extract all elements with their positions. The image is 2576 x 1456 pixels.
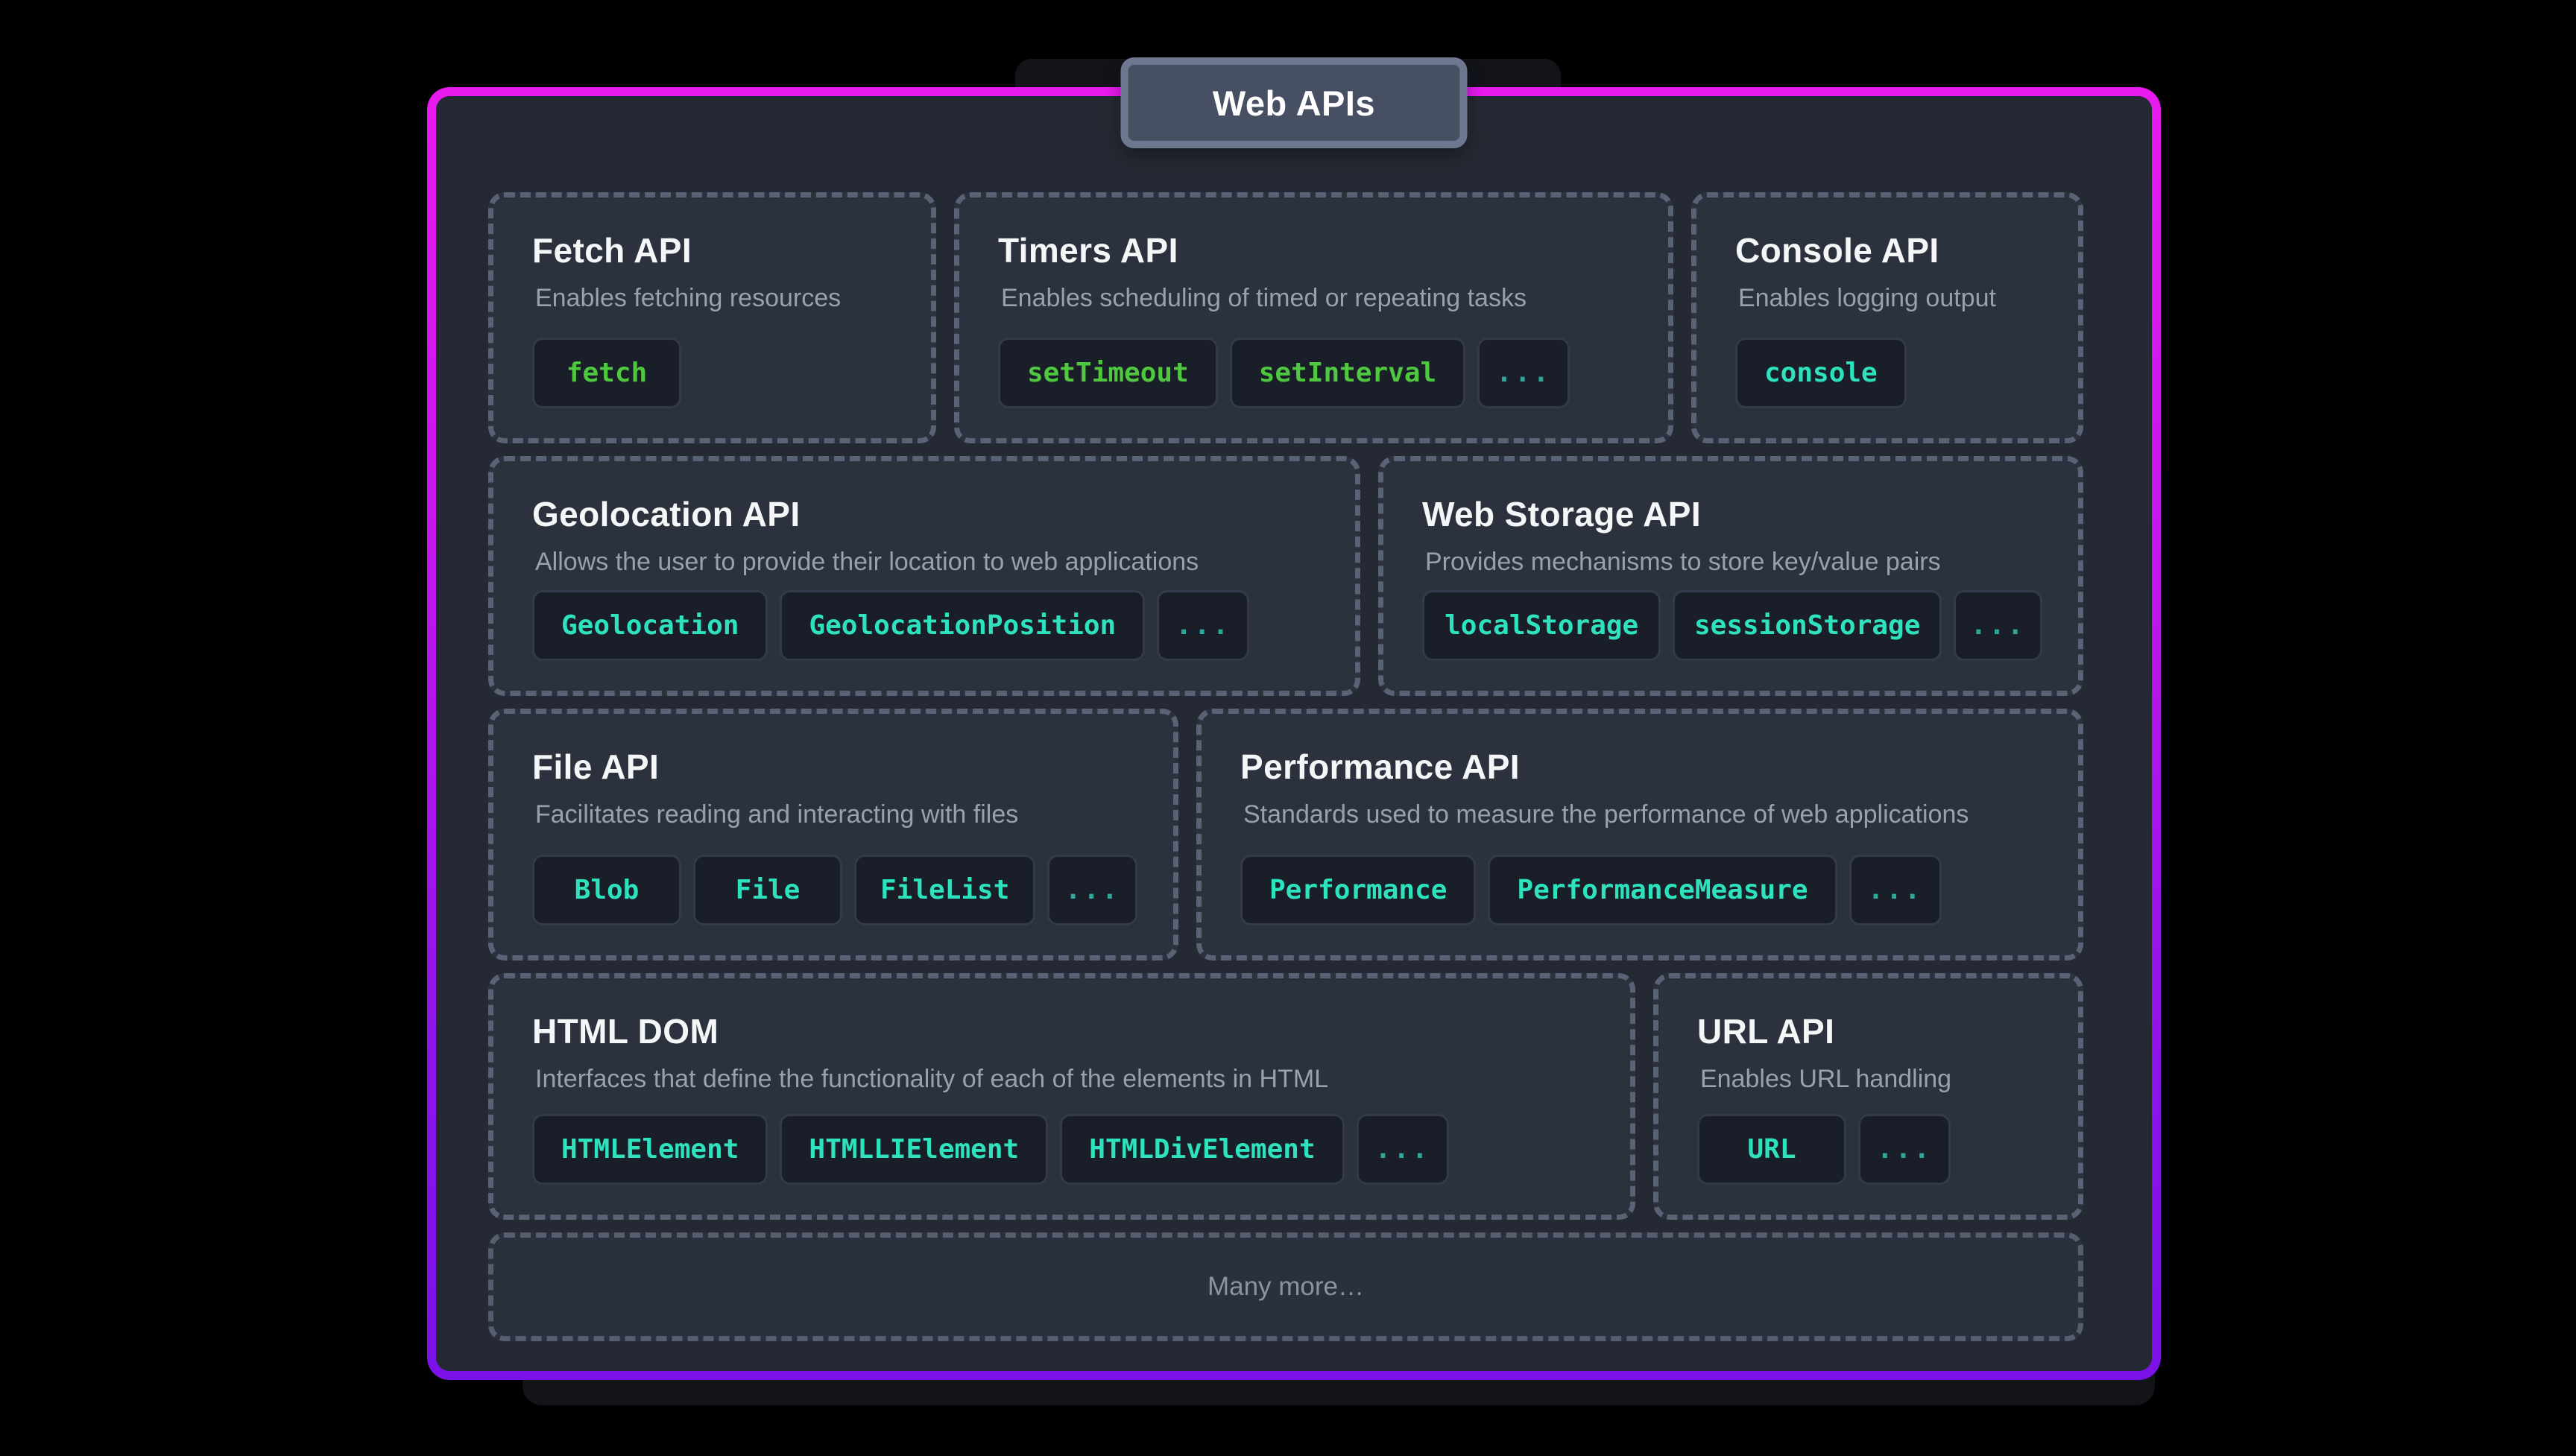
api-member-chip: HTMLElement — [532, 1114, 768, 1185]
api-card-title: HTML DOM — [532, 1012, 719, 1051]
api-card-web-storage[interactable]: Web Storage API Provides mechanisms to s… — [1378, 456, 2083, 696]
many-more-label: Many more… — [1207, 1272, 1365, 1301]
api-member-chip: console — [1735, 338, 1907, 408]
api-card-html-dom[interactable]: HTML DOM Interfaces that define the func… — [488, 973, 1635, 1220]
api-card-fetch[interactable]: Fetch API Enables fetching resources fet… — [488, 192, 936, 443]
many-more-card: Many more… — [488, 1232, 2083, 1341]
board-title: Web APIs — [1120, 57, 1468, 148]
api-card-title: Geolocation API — [532, 495, 801, 534]
more-members-chip: ... — [1954, 590, 2042, 661]
api-member-chip: Geolocation — [532, 590, 768, 661]
member-chips: fetch — [532, 338, 895, 408]
api-card-timers[interactable]: Timers API Enables scheduling of timed o… — [954, 192, 1673, 443]
row-3: File API Facilitates reading and interac… — [488, 709, 2152, 960]
api-card-url[interactable]: URL API Enables URL handling URL ... — [1653, 973, 2083, 1220]
api-member-chip: FileList — [854, 855, 1036, 925]
member-chips: URL ... — [1697, 1114, 2042, 1185]
api-member-chip: localStorage — [1422, 590, 1661, 661]
api-card-description: Enables fetching resources — [535, 284, 842, 312]
member-chips: Blob File FileList ... — [532, 855, 1137, 925]
row-5: Many more… — [488, 1232, 2152, 1341]
api-member-chip: Performance — [1240, 855, 1477, 925]
member-chips: setTimeout setInterval ... — [998, 338, 1632, 408]
more-members-chip: ... — [1356, 1114, 1449, 1185]
more-members-chip: ... — [1157, 590, 1250, 661]
more-members-chip: ... — [1477, 338, 1570, 408]
api-card-title: Web Storage API — [1422, 495, 1702, 534]
row-2: Geolocation API Allows the user to provi… — [488, 456, 2152, 696]
api-card-file[interactable]: File API Facilitates reading and interac… — [488, 709, 1178, 960]
member-chips: Performance PerformanceMeasure ... — [1240, 855, 2042, 925]
member-chips: console — [1735, 338, 2042, 408]
member-chips: HTMLElement HTMLLIElement HTMLDivElement… — [532, 1114, 1594, 1185]
api-member-chip: setInterval — [1229, 338, 1466, 408]
api-card-description: Allows the user to provide their locatio… — [535, 548, 1199, 576]
api-card-geolocation[interactable]: Geolocation API Allows the user to provi… — [488, 456, 1360, 696]
api-card-description: Enables URL handling — [1700, 1065, 1952, 1093]
api-card-title: Performance API — [1240, 747, 1520, 786]
api-card-description: Enables logging output — [1738, 284, 1996, 312]
more-members-chip: ... — [1849, 855, 1942, 925]
api-member-chip: sessionStorage — [1673, 590, 1942, 661]
api-member-chip: Blob — [532, 855, 681, 925]
more-members-chip: ... — [1858, 1114, 1951, 1185]
api-card-title: Console API — [1735, 231, 1939, 270]
api-card-description: Facilitates reading and interacting with… — [535, 800, 1019, 829]
api-card-description: Provides mechanisms to store key/value p… — [1425, 548, 1941, 576]
api-member-chip: File — [693, 855, 842, 925]
api-member-chip: setTimeout — [998, 338, 1218, 408]
api-card-console[interactable]: Console API Enables logging output conso… — [1691, 192, 2083, 443]
api-member-chip: GeolocationPosition — [780, 590, 1146, 661]
api-member-chip: URL — [1697, 1114, 1846, 1185]
member-chips: localStorage sessionStorage ... — [1422, 590, 2042, 661]
api-card-title: File API — [532, 747, 660, 786]
api-card-description: Enables scheduling of timed or repeating… — [1001, 284, 1527, 312]
api-card-title: URL API — [1697, 1012, 1835, 1051]
member-chips: Geolocation GeolocationPosition ... — [532, 590, 1319, 661]
api-member-chip: PerformanceMeasure — [1488, 855, 1837, 925]
web-apis-board: Web APIs Fetch API Enables fetching reso… — [427, 57, 2161, 1380]
api-card-title: Fetch API — [532, 231, 692, 270]
row-1: Fetch API Enables fetching resources fet… — [488, 192, 2152, 443]
api-card-description: Standards used to measure the performanc… — [1243, 800, 1969, 829]
more-members-chip: ... — [1047, 855, 1137, 925]
api-member-chip: fetch — [532, 338, 681, 408]
api-card-performance[interactable]: Performance API Standards used to measur… — [1196, 709, 2083, 960]
api-member-chip: HTMLDivElement — [1060, 1114, 1345, 1185]
api-card-title: Timers API — [998, 231, 1178, 270]
row-4: HTML DOM Interfaces that define the func… — [488, 973, 2152, 1220]
api-member-chip: HTMLLIElement — [780, 1114, 1049, 1185]
api-card-description: Interfaces that define the functionality… — [535, 1065, 1329, 1093]
